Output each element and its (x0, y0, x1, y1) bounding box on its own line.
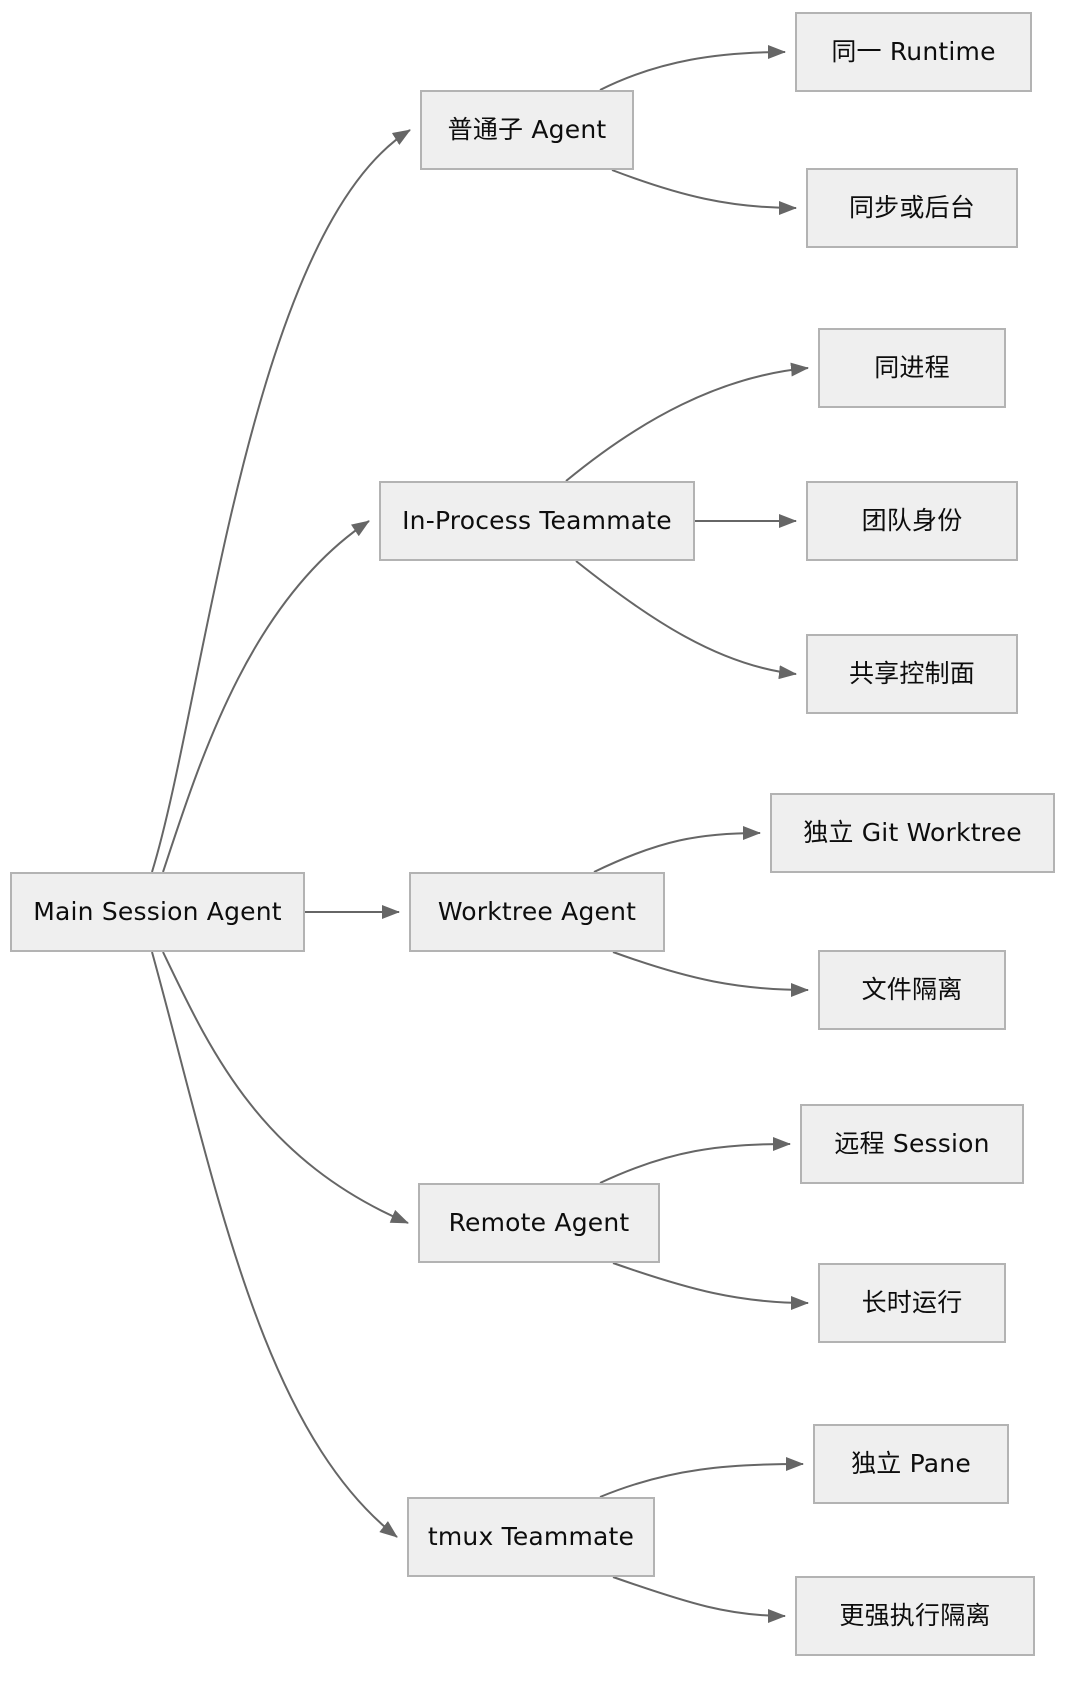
edge-layer (151, 45, 809, 1623)
edge-worktree-file-isolation (612, 951, 809, 997)
node-same-process[interactable]: 同进程 (818, 328, 1006, 408)
node-label-sync-or-background: 同步或后台 (848, 193, 975, 222)
node-stronger-exec-isolation[interactable]: 更强执行隔离 (795, 1576, 1035, 1656)
node-independent-pane[interactable]: 独立 Pane (813, 1424, 1009, 1504)
node-sub-agent[interactable]: 普通子 Agent (420, 90, 634, 170)
node-label-in-process-teammate: In-Process Teammate (402, 506, 672, 535)
node-worktree-agent[interactable]: Worktree Agent (409, 872, 665, 952)
node-label-shared-control-plane: 共享控制面 (848, 659, 975, 688)
edge-inproc-same-process (565, 362, 809, 482)
node-label-remote-session: 远程 Session (834, 1129, 990, 1158)
node-independent-git-worktree[interactable]: 独立 Git Worktree (770, 793, 1055, 873)
node-label-main-session-agent: Main Session Agent (33, 897, 282, 926)
edge-sub-agent-same-runtime (599, 45, 786, 91)
edge-tmux-isolation (612, 1576, 786, 1623)
node-tmux-teammate[interactable]: tmux Teammate (407, 1497, 655, 1577)
node-label-same-process: 同进程 (874, 353, 950, 382)
edge-inproc-shared-plane (575, 560, 797, 680)
edge-remote-session (599, 1137, 791, 1184)
node-sync-or-background[interactable]: 同步或后台 (806, 168, 1018, 248)
edge-tmux-pane (599, 1457, 804, 1498)
edge-remote-long-running (612, 1262, 809, 1310)
node-long-running[interactable]: 长时运行 (818, 1263, 1006, 1343)
edge-worktree-git (593, 826, 761, 873)
node-label-worktree-agent: Worktree Agent (437, 897, 637, 926)
node-in-process-teammate[interactable]: In-Process Teammate (379, 481, 695, 561)
node-label-sub-agent: 普通子 Agent (447, 115, 607, 144)
node-label-file-isolation: 文件隔离 (861, 975, 963, 1004)
node-label-team-identity: 团队身份 (861, 506, 963, 535)
edge-root-tmux (151, 951, 398, 1538)
edge-sub-agent-sync (611, 169, 797, 215)
node-label-independent-pane: 独立 Pane (851, 1449, 971, 1478)
node-label-same-runtime: 同一 Runtime (831, 37, 996, 66)
node-team-identity[interactable]: 团队身份 (806, 481, 1018, 561)
node-label-independent-git-worktree: 独立 Git Worktree (803, 818, 1022, 847)
edge-root-remote (162, 951, 409, 1224)
node-file-isolation[interactable]: 文件隔离 (818, 950, 1006, 1030)
node-remote-session[interactable]: 远程 Session (800, 1104, 1024, 1184)
node-shared-control-plane[interactable]: 共享控制面 (806, 634, 1018, 714)
node-main-session-agent[interactable]: Main Session Agent (10, 872, 305, 952)
node-same-runtime[interactable]: 同一 Runtime (795, 12, 1032, 92)
node-label-tmux-teammate: tmux Teammate (427, 1522, 635, 1551)
node-label-stronger-exec-isolation: 更强执行隔离 (839, 1601, 991, 1630)
node-remote-agent[interactable]: Remote Agent (418, 1183, 660, 1263)
edge-root-in-process (162, 520, 370, 873)
node-label-remote-agent: Remote Agent (448, 1208, 630, 1237)
node-label-long-running: 长时运行 (861, 1288, 963, 1317)
edge-root-sub-agent (151, 129, 411, 873)
